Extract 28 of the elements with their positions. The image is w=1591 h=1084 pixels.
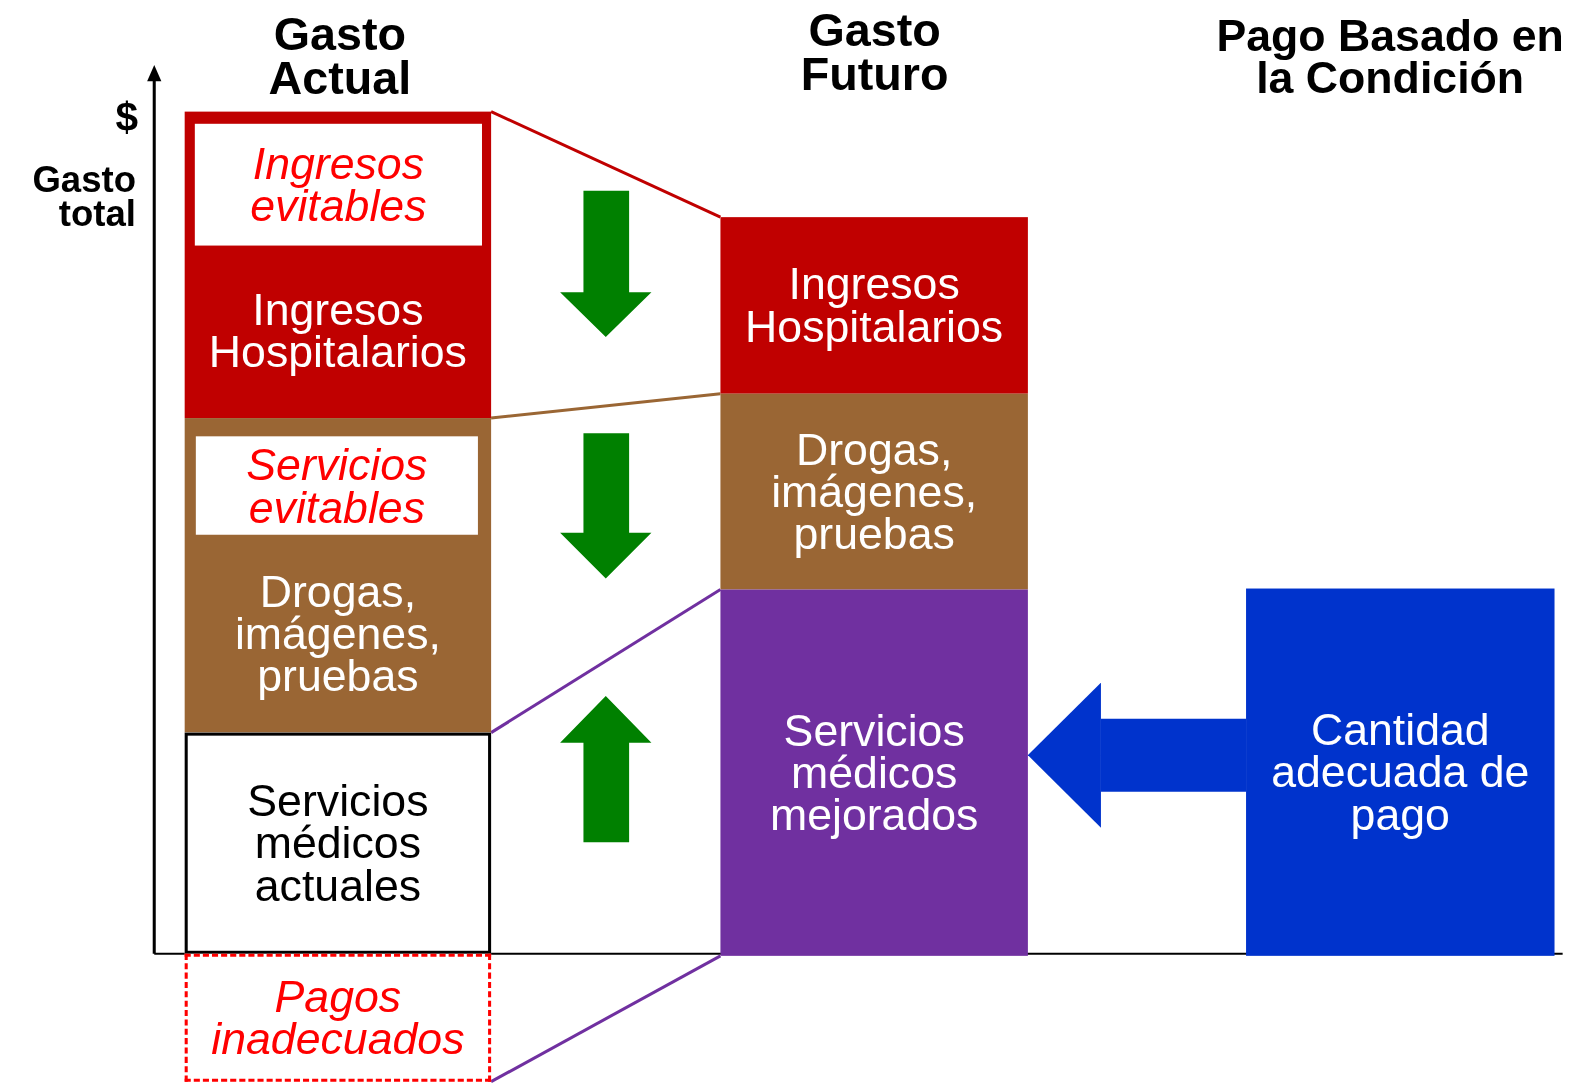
connector-line	[490, 110, 722, 219]
block-label: Pagos inadecuados	[210, 975, 466, 1061]
block-label: Servicios médicos actuales	[246, 779, 430, 907]
avoidable-block	[194, 123, 482, 246]
column-heading: Gasto Futuro	[799, 8, 950, 97]
dashed-block	[184, 953, 492, 1082]
connector-line	[490, 954, 722, 1083]
payment-block	[1246, 588, 1555, 956]
column-heading: Pago Basado en la Condición	[1215, 14, 1565, 100]
cost-block	[720, 393, 1028, 590]
block-label: Servicios evitables	[245, 443, 429, 528]
cost-block	[184, 111, 492, 419]
block-label: Servicios médicos mejorados	[768, 709, 980, 837]
block-label: Ingresos evitables	[249, 142, 428, 228]
connector-line	[490, 392, 721, 420]
axis-label: $	[114, 97, 138, 136]
avoidable-block	[195, 436, 478, 535]
axis-label: Gasto total	[31, 162, 136, 232]
connector-line	[490, 588, 722, 734]
column-heading: Gasto Actual	[267, 12, 413, 101]
cost-block	[720, 217, 1028, 394]
block-arrow	[1027, 682, 1247, 828]
cost-block	[184, 732, 492, 954]
block-label: Drogas, imágenes, pruebas	[770, 428, 979, 556]
cost-block	[720, 589, 1028, 956]
cost-block	[184, 418, 492, 733]
block-label: Drogas, imágenes, pruebas	[233, 570, 442, 698]
block-label: Ingresos Hospitalarios	[207, 288, 468, 374]
